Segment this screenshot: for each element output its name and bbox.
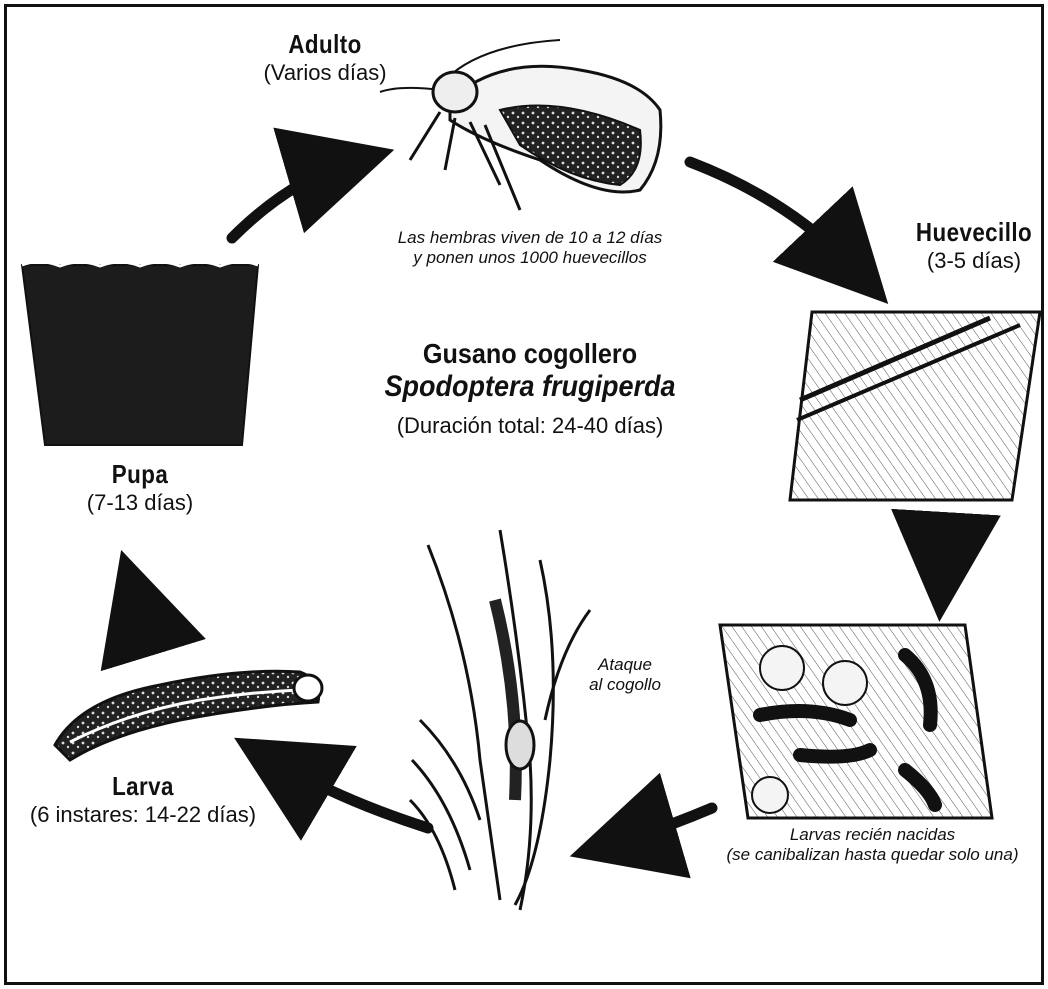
egg-label: Huevecillo [910,218,1037,248]
corn-attack-illustration [410,530,590,910]
adult-note: Las hembras viven de 10 a 12 días y pone… [350,228,710,267]
total-duration: (Duración total: 24-40 días) [340,413,720,438]
adult-duration: (Varios días) [240,60,410,85]
egg-patch-illustration [790,312,1040,500]
egg-duration: (3-5 días) [900,248,1048,273]
common-name: Gusano cogollero [359,338,701,370]
arrow-larva-to-pupa [134,592,145,628]
egg-label-block: Huevecillo (3-5 días) [900,218,1048,273]
adult-note-line2: y ponen unos 1000 huevecillos [350,248,710,268]
larva-label: Larva [27,772,259,802]
hatchlings-note-line1: Larvas recién nacidas [700,825,1045,845]
hatchlings-illustration [720,625,992,818]
arrow-adult-to-egg [690,162,858,272]
pupa-label: Pupa [63,460,218,490]
pupa-label-block: Pupa (7-13 días) [50,460,230,515]
hatchlings-note-line2: (se canibalizan hasta quedar solo una) [700,845,1045,865]
pupa-duration: (7-13 días) [50,490,230,515]
attack-note-line1: Ataque [560,655,690,675]
larva-label-block: Larva (6 instares: 14-22 días) [8,772,278,827]
arrow-egg-to-hatchlings [942,528,945,578]
scientific-name: Spodoptera frugiperda [359,370,701,405]
adult-note-line1: Las hembras viven de 10 a 12 días [350,228,710,248]
adult-label-block: Adulto (Varios días) [240,30,410,85]
larva-duration: (6 instares: 14-22 días) [8,802,278,827]
adult-label: Adulto [252,30,398,60]
arrow-pupa-to-adult [232,162,352,238]
arrow-attack-to-larva [272,760,428,828]
attack-note-line2: al cogollo [560,675,690,695]
pupa-illustration [22,262,258,445]
center-title-block: Gusano cogollero Spodoptera frugiperda (… [340,338,720,438]
hatchlings-note: Larvas recién nacidas (se canibalizan ha… [700,825,1045,864]
arrow-hatchlings-to-attack [612,808,712,844]
larva-illustration [55,671,322,760]
attack-note: Ataque al cogollo [560,655,690,694]
adult-moth-illustration [380,40,661,210]
